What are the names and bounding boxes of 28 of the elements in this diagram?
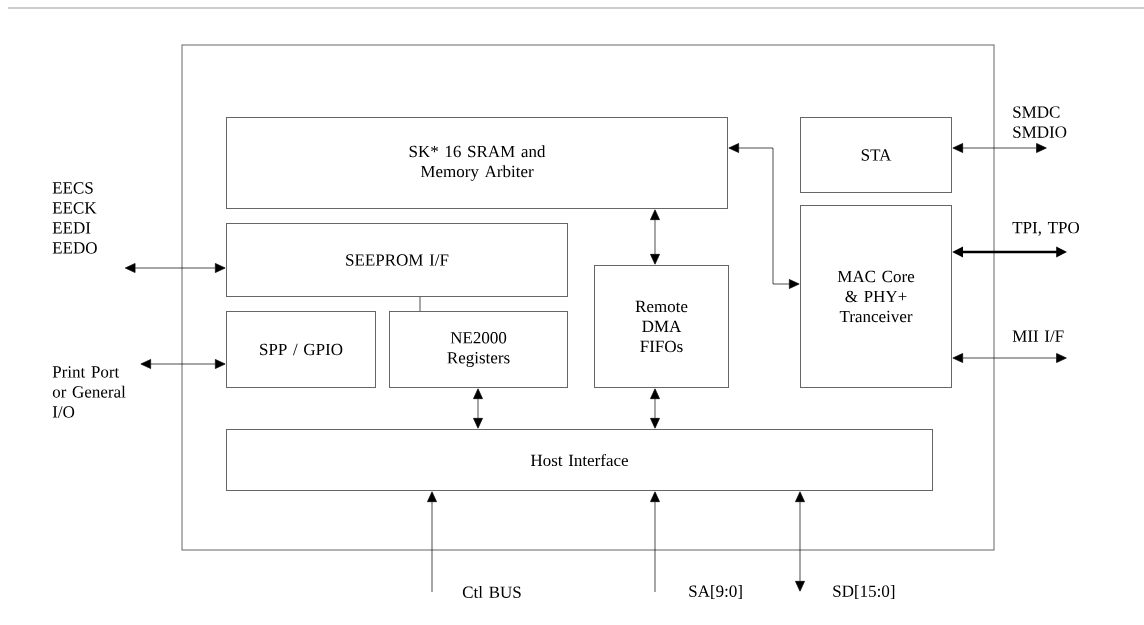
- chip-outline: [181, 44, 995, 551]
- arrow: [650, 388, 660, 429]
- arrow: [427, 491, 437, 593]
- signal-label: SD[15:0]: [833, 584, 895, 600]
- block-box: STA: [800, 117, 952, 193]
- block-box: SK* 16 SRAM and Memory Arbiter: [226, 117, 728, 209]
- arrow: [952, 143, 1047, 153]
- arrow: [140, 359, 226, 369]
- signal-label: Print Port or General I/O: [52, 366, 126, 418]
- arrow: [728, 143, 800, 289]
- signal-label: EECS EECK EEDI EEDO: [52, 182, 97, 254]
- signal-label: SMDC SMDIO: [1013, 106, 1067, 138]
- arrow: [795, 491, 805, 592]
- signal-label: TPI, TPO: [1012, 221, 1080, 236]
- block-box: Host Interface: [226, 429, 933, 491]
- block-box: SEEPROM I/F: [226, 223, 568, 297]
- block-box: SPP / GPIO: [226, 311, 376, 388]
- block-box: Remote DMA FIFOs: [594, 265, 729, 388]
- arrow: [473, 388, 483, 429]
- arrow: [650, 491, 660, 593]
- signal-label: MII I/F: [1012, 330, 1064, 342]
- arrow: [650, 209, 660, 265]
- arrow: [952, 353, 1067, 363]
- block-box: NE2000 Registers: [389, 311, 568, 388]
- arrow: [124, 263, 226, 273]
- block-box: MAC Core & PHY+ Tranceiver: [800, 205, 952, 388]
- signal-label: SA[9:0]: [689, 584, 742, 600]
- signal-label: Ctl BUS: [462, 586, 521, 598]
